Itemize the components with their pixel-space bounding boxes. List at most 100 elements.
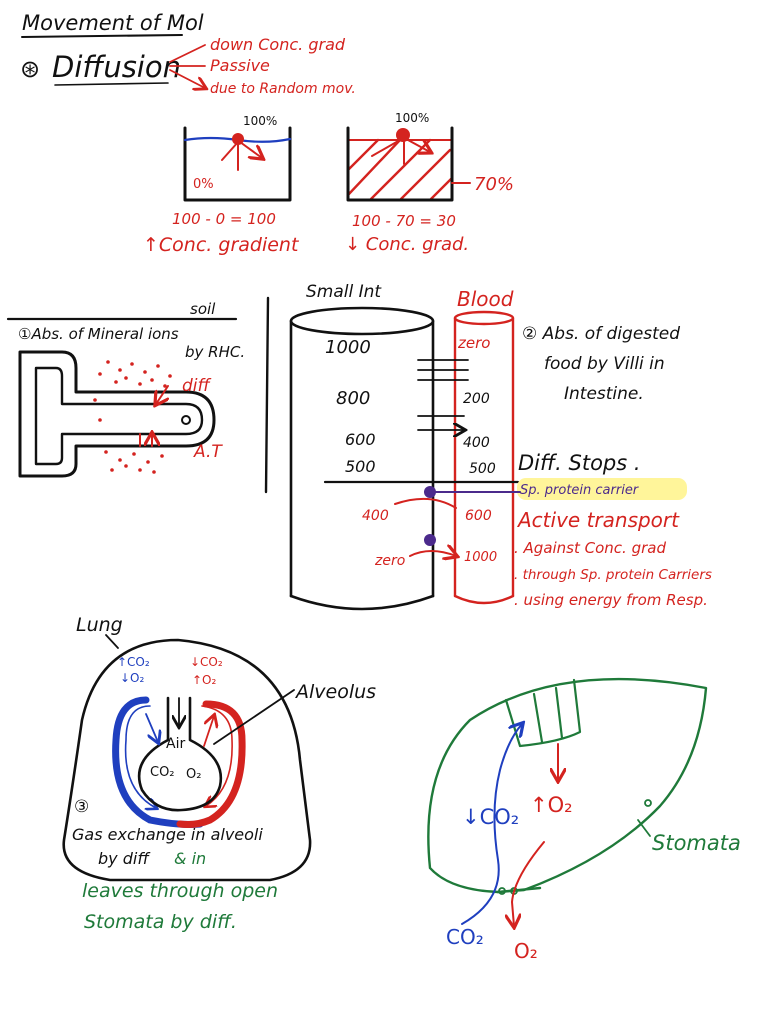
- gas-exchange-caption: Gas exchange in alveoli: [72, 825, 263, 844]
- blue-vessel: [112, 696, 204, 828]
- by-diff-caption: by diff: [98, 849, 151, 868]
- topic-underline: [54, 82, 169, 86]
- title-underline: [21, 34, 183, 38]
- mineral-ions: [93, 360, 172, 474]
- leaf-co2-in: CO₂: [446, 925, 484, 949]
- int-level-500: 500: [345, 457, 376, 476]
- stoma-right: [644, 799, 652, 807]
- beaker-left-outline: [183, 126, 292, 202]
- red-vessel: [176, 700, 246, 828]
- intestine-section: Small Int Blood 1000 800 600 500 zero 20…: [289, 282, 712, 611]
- co2-path: [461, 724, 522, 925]
- left-calc: 100 - 0 = 100: [172, 210, 276, 228]
- lung-section: Lung Air CO₂ O₂ ↑CO₂ ↓O₂ ↓CO₂ ↑O₂ Alveol…: [62, 614, 376, 933]
- carrier-dot-2: [424, 534, 436, 546]
- at-arrows: [140, 434, 152, 446]
- villi-note-3: Intestine.: [564, 384, 644, 404]
- point-random: due to Random mov.: [210, 81, 356, 97]
- blue-up-co2: ↑CO₂: [117, 655, 150, 669]
- small-int-label: Small Int: [306, 282, 382, 302]
- header-section: Movement of Mol ⊛ Diffusion down Conc. g…: [20, 11, 356, 97]
- lower-int-zero: zero: [374, 553, 405, 569]
- leaf-co2-down: ↓CO₂: [462, 805, 519, 829]
- mineral-section: soil ①Abs. of Mineral ions by RHC. diff …: [6, 300, 245, 478]
- point-down-conc: down Conc. grad: [210, 35, 346, 54]
- carrier-label: Sp. protein carrier: [520, 483, 640, 498]
- vacuole-dot: [181, 415, 191, 425]
- solute-dot-right: [396, 128, 410, 142]
- at-point-1: . Against Conc. grad: [514, 539, 666, 557]
- red-down-co2: ↓CO₂: [190, 655, 223, 669]
- blood-level-500: 500: [469, 461, 496, 477]
- lung-pointer: [105, 634, 119, 649]
- leaves-caption-1: leaves through open: [82, 880, 278, 902]
- villi-note-2: food by Villi in: [544, 354, 665, 374]
- palisade-cells: [504, 678, 582, 748]
- blood-level-zero: zero: [457, 334, 490, 352]
- right-side-label: 70%: [474, 174, 514, 195]
- active-arrows: [394, 497, 456, 556]
- alveolus-pointer: [213, 689, 295, 745]
- blood-vessel-bottom: [453, 594, 515, 605]
- at-point-2: . through Sp. protein Carriers: [514, 567, 712, 583]
- diffusion-arrows: [417, 359, 468, 430]
- right-calc: 100 - 70 = 30: [352, 212, 456, 230]
- alveolus-outline: [137, 696, 223, 812]
- o2-out-path: [512, 841, 545, 926]
- int-level-1000: 1000: [325, 337, 371, 358]
- lower-blood-1000: 1000: [464, 550, 497, 565]
- spread-arrows: [221, 141, 262, 170]
- root-hair-outer: [18, 350, 216, 478]
- cylinder-bottom: [289, 594, 435, 611]
- carrier-highlight: [517, 478, 687, 500]
- blood-vessel-top: [453, 310, 515, 326]
- branch-arrows: [169, 44, 205, 88]
- blue-down-o2: ↓O₂: [120, 671, 145, 685]
- alveolus-co2: CO₂: [150, 765, 175, 780]
- point-3: ③: [74, 797, 89, 817]
- beaker-right: 100% 70% 100 - 70 = 30 ↓ Conc. grad.: [345, 111, 514, 255]
- divider-vertical: [264, 296, 270, 494]
- beaker-left: 100% 0% 100 - 0 = 100 ↑Conc. gradient: [143, 114, 300, 256]
- carrier-dot-1: [424, 486, 436, 498]
- diff-stops: Diff. Stops .: [518, 451, 641, 475]
- blood-flow-red: [201, 705, 233, 806]
- leaf-outline: [427, 677, 708, 894]
- exchange-arrow-red: [203, 716, 214, 747]
- stomata-label: Stomata: [652, 831, 741, 855]
- air-label: Air: [166, 736, 185, 752]
- page-title: Movement of Mol: [22, 11, 204, 35]
- stomata-pointer: [637, 819, 651, 837]
- right-result: ↓ Conc. grad.: [345, 234, 469, 255]
- diff-label: diff: [182, 376, 212, 396]
- blood-level-200: 200: [463, 391, 490, 407]
- lower-blood-600: 600: [465, 508, 492, 524]
- leaf-o2-out: O₂: [514, 939, 538, 963]
- root-hair-inner: [34, 366, 204, 466]
- soil-label: soil: [190, 300, 216, 318]
- at-point-3: . using energy from Resp.: [514, 591, 708, 609]
- right-top-label: 100%: [395, 111, 429, 125]
- leaves-caption-2: Stomata by diff.: [84, 911, 237, 933]
- exchange-arrow-blue: [145, 713, 158, 742]
- minerals-title-2: by RHC.: [185, 343, 245, 361]
- lung-outline: [62, 638, 312, 882]
- lung-label: Lung: [76, 614, 123, 636]
- left-top-label: 100%: [243, 114, 277, 128]
- alveolus-label: Alveolus: [294, 681, 376, 703]
- lower-int-400: 400: [362, 508, 389, 524]
- villi-note-1: ② Abs. of digested: [522, 324, 680, 344]
- topic-diffusion: Diffusion: [52, 50, 181, 84]
- beaker-right-outline: [346, 126, 454, 202]
- hatch-fill: [346, 138, 454, 202]
- active-transport: Active transport: [516, 508, 680, 532]
- red-up-o2: ↑O₂: [192, 673, 217, 687]
- cylinder-top: [289, 306, 435, 336]
- blood-flow-blue: [124, 705, 156, 808]
- minerals-title: ①Abs. of Mineral ions: [18, 325, 179, 343]
- stoma-bottom-left: [498, 887, 506, 895]
- leaf-o2-up: ↑O₂: [530, 793, 573, 817]
- int-level-600: 600: [345, 430, 376, 449]
